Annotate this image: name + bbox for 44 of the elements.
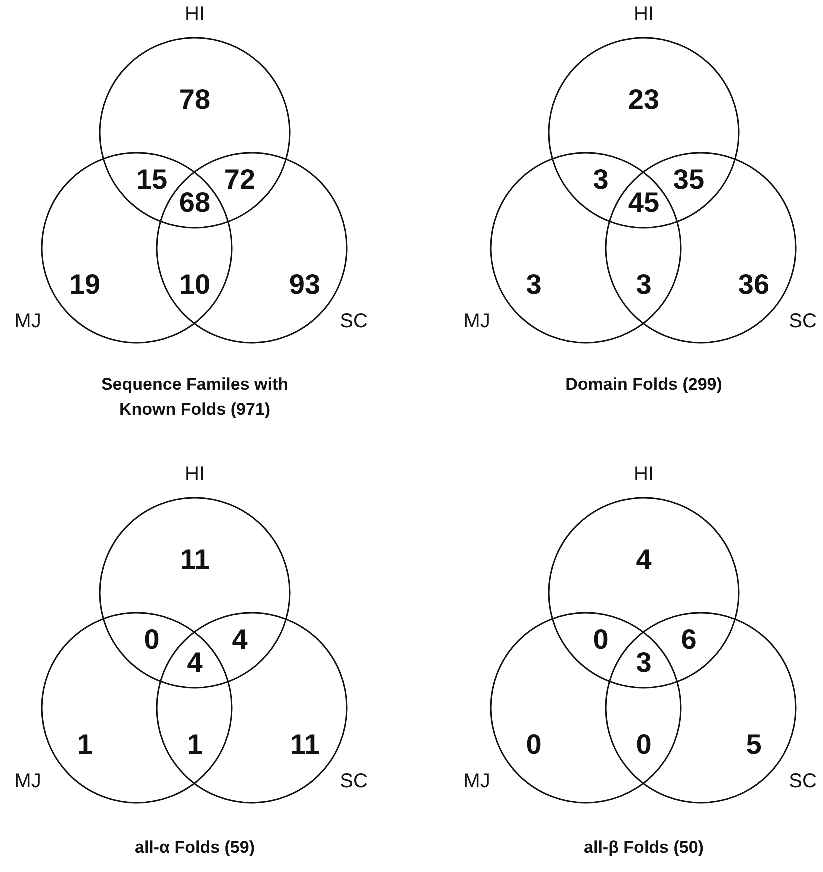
count-value: 45 (628, 187, 660, 219)
count-value: 35 (673, 164, 705, 196)
count-value: 1 (187, 729, 203, 761)
set-label: HI (634, 464, 654, 486)
set-label: MJ (14, 770, 42, 794)
count-value: 11 (290, 729, 320, 761)
count-value: 0 (526, 729, 542, 761)
count-value: 5 (746, 729, 762, 761)
set-label: MJ (464, 310, 490, 334)
panel-caption: all-β Folds (50) (583, 837, 705, 859)
count-value: 3 (526, 269, 542, 301)
set-label: SC (340, 770, 368, 794)
count-value: 68 (179, 187, 211, 219)
count-value: 36 (738, 269, 770, 301)
count-value: 23 (628, 84, 660, 116)
count-value: 11 (180, 544, 210, 576)
count-value: 72 (224, 164, 256, 196)
count-value: 3 (636, 647, 652, 679)
count-value: 78 (179, 84, 211, 116)
set-label: HI (634, 4, 654, 26)
count-value: 3 (636, 269, 652, 301)
count-value: 4 (232, 624, 248, 656)
count-value: 1 (77, 729, 93, 761)
count-value: 19 (69, 269, 101, 301)
panel-caption: all-α Folds (59) (134, 837, 256, 859)
set-label: HI (185, 4, 205, 26)
set-label: MJ (464, 770, 490, 794)
panel-caption: Sequence Familes with Known Folds (971) (100, 374, 290, 421)
count-value: 0 (636, 729, 652, 761)
count-value: 10 (179, 269, 211, 301)
set-label: SC (789, 770, 817, 794)
count-value: 4 (187, 647, 203, 679)
set-label: MJ (14, 310, 42, 334)
set-label: SC (789, 310, 817, 334)
count-value: 93 (289, 269, 321, 301)
set-label: SC (340, 310, 368, 334)
count-value: 6 (681, 624, 697, 656)
count-value: 0 (593, 624, 609, 656)
set-label: HI (185, 464, 205, 486)
count-value: 15 (136, 164, 168, 196)
panel-caption: Domain Folds (299) (564, 374, 724, 396)
count-value: 3 (593, 164, 609, 196)
count-value: 4 (636, 544, 652, 576)
count-value: 0 (144, 624, 160, 656)
